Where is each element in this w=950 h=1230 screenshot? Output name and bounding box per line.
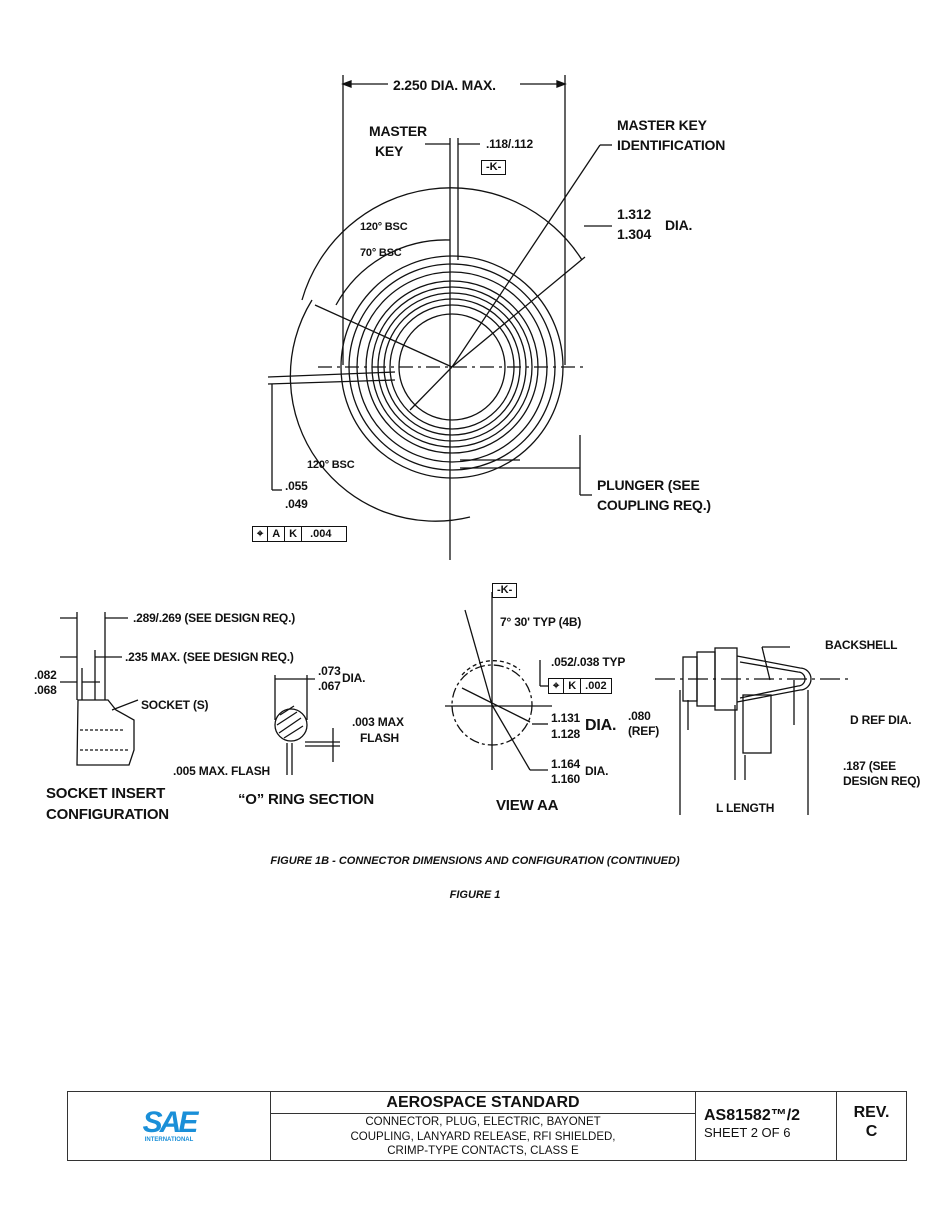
oring-flash-005: .005 MAX. FLASH [173, 764, 271, 778]
oring-title: “O” RING SECTION [238, 791, 374, 808]
position-icon: ⌖ [553, 680, 560, 692]
socket-insert-title: SOCKET INSERT [46, 785, 166, 802]
key-width-label: .118/.112 [486, 137, 533, 151]
ref-080: .080 [628, 709, 651, 723]
view-aa-dia2-lower: 1.160 [551, 772, 581, 786]
socket-label: SOCKET (S) [141, 698, 209, 712]
revision-cell: REV. C [836, 1092, 906, 1160]
standard-heading: AEROSPACE STANDARD [271, 1092, 695, 1114]
doc-number: AS81582™/2 [704, 1107, 801, 1124]
side-view-drawing [655, 646, 850, 815]
socket-insert-drawing [60, 612, 139, 766]
view-aa-tooth: .052/.038 TYP [551, 655, 626, 669]
position-icon: ⌖ [257, 528, 264, 540]
datum-k: K [563, 679, 580, 693]
tol-upper: .055 [285, 479, 308, 493]
tolerance-value: .004 [301, 527, 345, 541]
datum-k: K [284, 527, 301, 541]
feature-control-frame: ⌖ A K .004 [252, 526, 347, 542]
socket-dim-082: .082 [34, 668, 57, 682]
master-key-id-label-2: IDENTIFICATION [617, 137, 726, 153]
view-aa-dia1-upper: 1.131 [551, 711, 581, 725]
view-aa-drawing [445, 592, 552, 771]
backshell-label: BACKSHELL [825, 638, 898, 652]
l-length-label: L LENGTH [716, 801, 775, 815]
angle-70: 70° BSC [360, 247, 402, 259]
view-aa-angle: 7° 30' TYP (4B) [500, 615, 582, 629]
datum-a: A [267, 527, 284, 541]
doc-number-cell: AS81582™/2 SHEET 2 OF 6 [695, 1092, 836, 1160]
master-key-label-2: KEY [375, 143, 404, 159]
rev-value: C [865, 1123, 878, 1140]
view-aa-dia2-suffix: DIA. [585, 764, 609, 778]
angle-120-bottom: 120° BSC [307, 459, 355, 471]
figure-1-caption: FIGURE 1 [449, 889, 501, 901]
angle-120-top: 120° BSC [360, 221, 408, 233]
d-ref-dia-label: D REF DIA. [850, 713, 912, 727]
socket-dim-068: .068 [34, 683, 57, 697]
oring-dia-lower: .067 [318, 679, 341, 693]
logo-sub: INTERNATIONAL [144, 1137, 194, 1143]
desc-line-3: CRIMP-TYPE CONTACTS, CLASS E [387, 1145, 579, 1157]
tolerance-value: .002 [580, 679, 610, 693]
sheet-number: SHEET 2 OF 6 [704, 1125, 791, 1140]
desc-line-1: CONNECTOR, PLUG, ELECTRIC, BAYONET [365, 1116, 601, 1128]
socket-insert-title-2: CONFIGURATION [46, 806, 169, 823]
engineering-drawing [60, 75, 850, 815]
socket-dim-235: .235 MAX. (SEE DESIGN REQ.) [125, 650, 294, 664]
figure-1b-caption: FIGURE 1B - CONNECTOR DIMENSIONS AND CON… [270, 855, 680, 867]
dim-187-2: DESIGN REQ) [843, 774, 921, 788]
overall-diameter-label: 2.250 DIA. MAX. [393, 77, 496, 93]
title-description: AEROSPACE STANDARD CONNECTOR, PLUG, ELEC… [270, 1092, 695, 1160]
view-aa-feature-control-frame: ⌖ K .002 [548, 678, 612, 694]
master-key-id-label: MASTER KEY [617, 117, 707, 133]
rev-label: REV. [853, 1104, 890, 1121]
o-ring-drawing [274, 675, 340, 775]
desc-line-2: COUPLING, LANYARD RELEASE, RFI SHIELDED, [350, 1130, 616, 1143]
oring-dia-suffix: DIA. [342, 671, 366, 685]
sae-logo: SAE INTERNATIONAL [68, 1092, 270, 1160]
master-key-label: MASTER [369, 123, 427, 139]
view-aa-datum-k: -K- [492, 583, 518, 598]
dia-suffix: DIA. [665, 217, 693, 233]
tol-lower: .049 [285, 497, 308, 511]
oring-flash-003: .003 MAX [352, 715, 404, 729]
plunger-label-2: COUPLING REQ.) [597, 497, 711, 513]
oring-flash-003-2: FLASH [360, 731, 399, 745]
socket-dim-289: .289/.269 (SEE DESIGN REQ.) [133, 611, 295, 625]
view-aa-dia1-suffix: DIA. [585, 717, 617, 734]
datum-k-box: -K- [481, 160, 507, 175]
plunger-label: PLUNGER (SEE [597, 477, 700, 493]
ref-label: (REF) [628, 724, 659, 738]
view-aa-dia2-upper: 1.164 [551, 757, 581, 771]
view-aa-dia1-lower: 1.128 [551, 727, 581, 741]
dia-upper: 1.312 [617, 206, 652, 222]
dim-187: .187 (SEE [843, 759, 896, 773]
title-block: SAE INTERNATIONAL AEROSPACE STANDARD CON… [67, 1091, 907, 1161]
dia-lower: 1.304 [617, 226, 652, 242]
view-aa-title: VIEW AA [496, 797, 559, 814]
oring-dia-upper: .073 [318, 664, 341, 678]
connector-face-view [267, 75, 612, 560]
logo-text: SAE [142, 1106, 199, 1139]
